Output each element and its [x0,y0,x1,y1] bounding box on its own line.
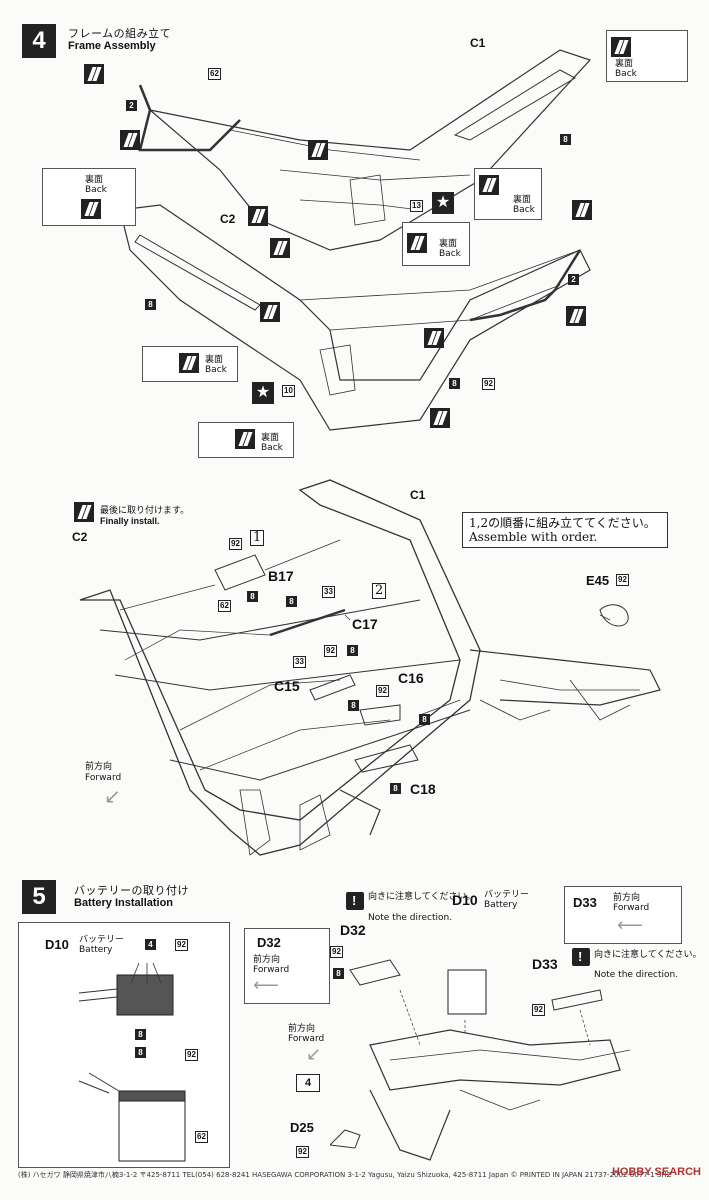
back-callout-topright: 裏面 Back [606,30,688,82]
part-label-d10-detail: D10 [45,937,69,952]
part-label-c2: C2 [72,530,88,544]
step4-title-jp: フレームの組み立て [68,27,172,40]
part-number-92-b17: 92 [229,538,242,550]
d33-forward-box: D33 前方向 Forward ⟵ [564,886,682,944]
assembly-order-en: Assemble with order. [469,530,598,544]
part-number-8-b17: 8 [247,591,258,602]
part-label-b17: B17 [268,568,294,584]
part-number-13: 13 [410,200,423,212]
frame-parts-drawing [79,479,661,856]
arrow-left-icon: ⟵ [617,915,643,935]
part-label-c16: C16 [398,670,424,686]
part-number-2-left: 2 [126,100,137,111]
battery-frame-drawing [330,959,631,1161]
part-label-d33: D33 [532,956,558,972]
back-callout-middle: 裏面 Back [402,222,470,266]
part-label-c17: C17 [352,616,378,632]
part-number-8-c16-right: 8 [419,714,430,725]
glue-icon [308,140,328,160]
glue-icon [424,328,444,348]
step5-title-en: Battery Installation [74,897,174,909]
part-number-33-lower: 33 [293,656,306,668]
star-mark-upper: ★ [432,192,454,214]
forward-label-jp: 前方向 [85,762,113,772]
part-number-8-c17: 8 [286,596,297,607]
part-label-c2-top: C2 [220,212,236,226]
step4-number: 4 [22,24,56,58]
frame-assembly-drawing [119,49,592,431]
glue-icon [74,502,94,522]
part-label-c18: C18 [410,781,436,797]
part-number-8-c16-left: 8 [348,700,359,711]
part-number-33-c17: 33 [322,586,335,598]
step5-title-jp: バッテリーの取り付け [74,884,189,897]
battery-detail-box: D10 バッテリー Battery 4 92 8 8 92 62 [18,922,230,1168]
part-number-62-b17: 62 [218,600,231,612]
part-number-92-c16: 92 [376,685,389,697]
glue-icon [260,302,280,322]
assembly-order-jp: 1,2の順番に組み立ててください。 [469,516,656,530]
arrow-left-icon: ⟵ [253,975,279,995]
watermark: HOBBY SEARCH [611,1166,701,1178]
back-callout-c2: 裏面 Back [142,346,238,382]
part-number-8-d32: 8 [333,968,344,979]
forward-arrow-icon: ↙ [306,1044,322,1064]
star-mark-lower: ★ [252,382,274,404]
part-number-92-lower: 92 [482,378,495,390]
step5-number: 5 [22,880,56,914]
glue-icon [248,206,268,226]
glue-icon [430,408,450,428]
part-label-e45: E45 [586,573,610,588]
part-number-8-c15: 8 [347,645,358,656]
back-callout-bottom: 裏面 Back [198,422,294,458]
step-reference-4: 4 [296,1074,320,1092]
part-label-c1-top: C1 [470,36,486,50]
part-number-8-lower: 8 [449,378,460,389]
part-number-8-c2: 8 [145,299,156,310]
part-label-d32-box: D32 [257,935,281,950]
part-label-d10: D10 [452,892,478,908]
forward-label-en: Forward [85,773,122,783]
finally-install-en: Finally install. [100,516,160,526]
footer-text: (株) ハセガワ 静岡県焼津市八楠3-1-2 〒425-8711 TEL(054… [18,1171,672,1179]
glue-icon [120,130,140,150]
part-label-c15: C15 [274,678,300,694]
part-label-d33-box: D33 [573,895,597,910]
glue-icon [566,306,586,326]
glue-icon [84,64,104,84]
part-number-92-c15: 92 [324,645,337,657]
part-number-8-c18: 8 [390,783,401,794]
part-label-d25: D25 [290,1120,314,1135]
sequence-2: 2 [372,583,387,599]
part-number-10: 10 [282,385,295,397]
finally-install-jp: 最後に取り付けます。 [100,506,190,516]
part-number-92-d25: 92 [296,1146,309,1158]
back-callout-c1: 裏面 Back [474,168,542,220]
part-number-92-e45: 92 [616,574,629,586]
forward-arrow-icon: ↙ [104,786,121,808]
assembly-order-note: 1,2の順番に組み立ててください。 Assemble with order. [462,512,668,548]
glue-icon [572,200,592,220]
part-label-c1: C1 [410,488,426,502]
part-label-d32: D32 [340,922,366,938]
caution-icon [572,948,590,966]
step4-title-en: Frame Assembly [68,40,156,52]
caution-icon [346,892,364,910]
part-number-92-d33: 92 [532,1004,545,1016]
sequence-1: 1 [250,530,265,546]
part-number-2-right: 2 [568,274,579,285]
part-number-92-d32: 92 [330,946,343,958]
glue-icon [270,238,290,258]
d32-forward-box: D32 前方向 Forward ⟵ [244,928,330,1004]
back-callout-left: 裏面 Back [42,168,136,226]
part-number-8-c1: 8 [560,134,571,145]
part-number-62: 62 [208,68,221,80]
